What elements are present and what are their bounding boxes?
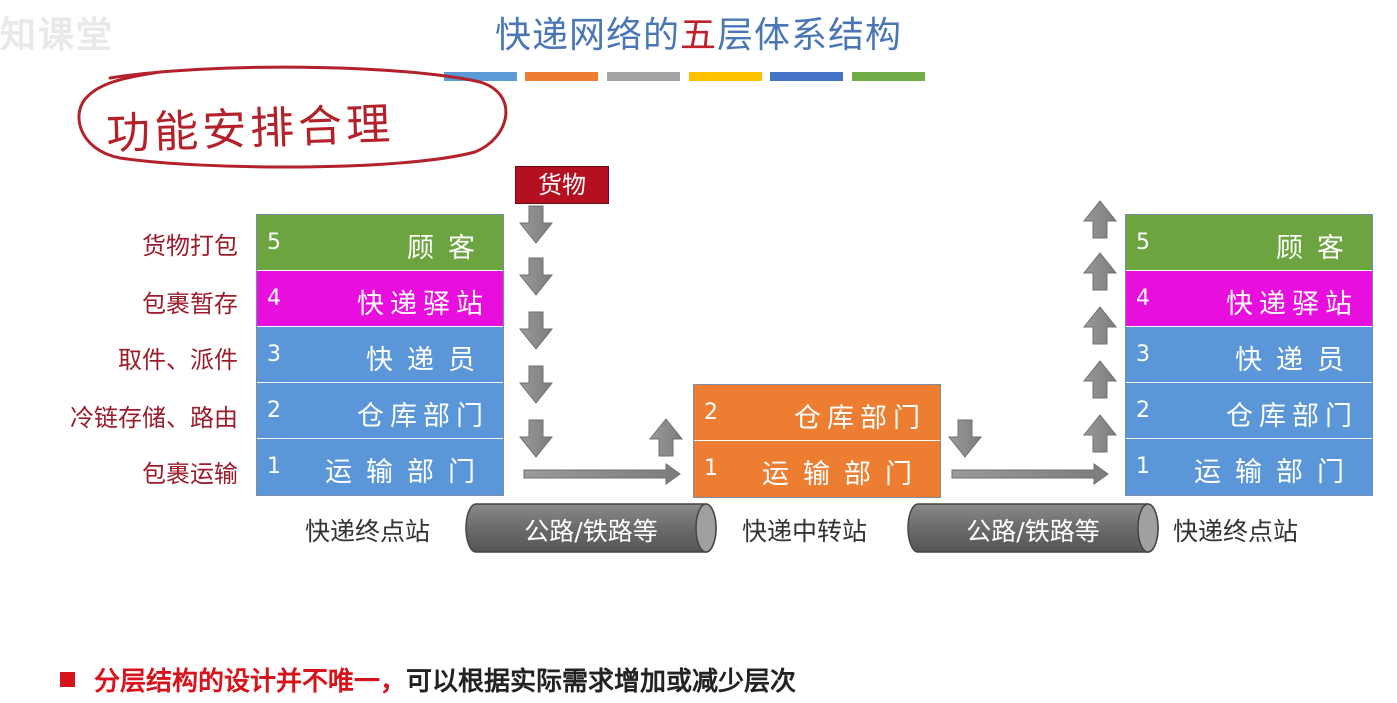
title-part-1: 快递网络的: [494, 15, 680, 56]
function-label-1: 包裹运输: [142, 460, 238, 488]
function-label-2: 冷链存储、路由: [70, 404, 238, 432]
right-layer-2: 2 仓库部门: [1126, 383, 1372, 439]
layer-name: 快递员: [366, 345, 489, 376]
page-title: 快递网络的五层体系结构: [0, 6, 1397, 58]
layer-number: 3: [267, 342, 281, 367]
accent-bar-3: [607, 72, 680, 81]
accent-bar-4: [689, 72, 762, 81]
accent-bar-1: [444, 72, 517, 81]
title-highlight: 五: [679, 15, 717, 56]
left-layer-stack: 5 顾客 4 快递驿站 3 快递员 2 仓库部门 1 运输部门: [256, 214, 504, 496]
right-layer-5: 5 顾客: [1126, 215, 1372, 271]
up-arrow-icon: [1082, 252, 1118, 291]
station-label-middle: 快递中转站: [742, 517, 868, 546]
pipe-label-2: 公路/铁路等: [966, 517, 1100, 546]
layer-name: 快递驿站: [1226, 289, 1358, 320]
up-arrow-icon: [648, 418, 684, 457]
left-layer-3: 3 快递员: [257, 327, 503, 383]
left-layer-2: 2 仓库部门: [257, 383, 503, 439]
layer-name: 仓库部门: [357, 401, 489, 432]
bullet-square-icon: [60, 672, 75, 687]
up-arrow-icon: [1082, 360, 1118, 399]
layer-number: 2: [704, 400, 718, 425]
left-layer-4: 4 快递驿站: [257, 271, 503, 327]
layer-number: 1: [704, 456, 718, 481]
layer-number: 1: [1136, 454, 1150, 479]
layer-number: 2: [1136, 398, 1150, 423]
down-arrow-icon: [947, 419, 983, 458]
middle-layer-2: 2 仓库部门: [694, 385, 940, 441]
layer-number: 4: [1136, 286, 1150, 311]
layer-name: 顾客: [1276, 233, 1358, 264]
up-arrow-icon: [1082, 200, 1118, 239]
station-label-right: 快递终点站: [1173, 517, 1299, 546]
layer-name: 顾客: [407, 233, 489, 264]
watermark-logo: 知课堂: [0, 15, 115, 56]
transport-pipe-1: [465, 503, 717, 553]
layer-number: 5: [267, 230, 281, 255]
up-arrow-icon: [1082, 306, 1118, 345]
goods-label: 货物: [515, 166, 609, 204]
layer-name: 仓库部门: [1226, 401, 1358, 432]
down-arrow-icon: [518, 365, 554, 404]
accent-bar-5: [770, 72, 843, 81]
layer-name: 仓库部门: [794, 403, 926, 434]
function-label-5: 货物打包: [142, 232, 238, 260]
right-layer-stack: 5 顾客 4 快递驿站 3 快递员 2 仓库部门 1 运输部门: [1125, 214, 1373, 496]
accent-bar-6: [852, 72, 925, 81]
layer-number: 2: [267, 398, 281, 423]
down-arrow-icon: [518, 419, 554, 458]
right-arrow-icon: [951, 463, 1109, 485]
function-label-3: 取件、派件: [118, 346, 238, 374]
down-arrow-icon: [518, 311, 554, 350]
down-arrow-icon: [518, 257, 554, 296]
left-layer-1: 1 运输部门: [257, 439, 503, 495]
handwritten-circle: [77, 65, 508, 169]
middle-layer-stack: 2 仓库部门 1 运输部门: [693, 384, 941, 498]
bottom-note: 分层结构的设计并不唯一，可以根据实际需求增加或减少层次: [94, 661, 796, 698]
right-arrow-icon: [523, 463, 681, 485]
layer-name: 快递员: [1235, 345, 1358, 376]
bottom-note-red: 分层结构的设计并不唯一，: [94, 667, 407, 697]
transport-pipe-2: [907, 503, 1159, 553]
layer-number: 1: [267, 454, 281, 479]
right-layer-4: 4 快递驿站: [1126, 271, 1372, 327]
right-layer-1: 1 运输部门: [1126, 439, 1372, 495]
left-layer-5: 5 顾客: [257, 215, 503, 271]
layer-number: 4: [267, 286, 281, 311]
layer-number: 3: [1136, 342, 1150, 367]
pipe-label-1: 公路/铁路等: [524, 517, 658, 546]
layer-name: 运输部门: [325, 457, 489, 488]
down-arrow-icon: [518, 205, 554, 244]
layer-name: 快递驿站: [357, 289, 489, 320]
layer-name: 运输部门: [1194, 457, 1358, 488]
title-part-2: 层体系结构: [717, 15, 903, 56]
station-label-left: 快递终点站: [305, 517, 431, 546]
function-label-4: 包裹暂存: [142, 290, 238, 318]
middle-layer-1: 1 运输部门: [694, 441, 940, 497]
bottom-note-black: 可以根据实际需求增加或减少层次: [406, 667, 797, 697]
layer-number: 5: [1136, 230, 1150, 255]
accent-bar-2: [525, 72, 598, 81]
up-arrow-icon: [1082, 414, 1118, 453]
right-layer-3: 3 快递员: [1126, 327, 1372, 383]
layer-name: 运输部门: [762, 459, 926, 490]
